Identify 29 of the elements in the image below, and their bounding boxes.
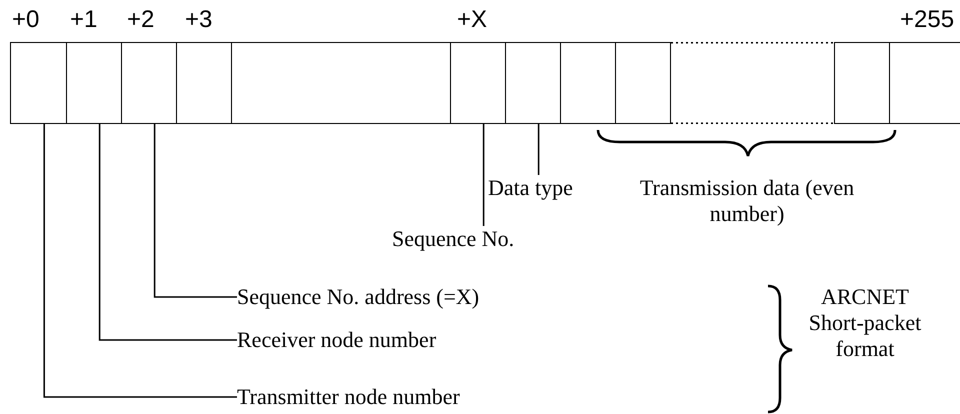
packet-cell (10, 42, 67, 124)
field-label: Data type (488, 175, 573, 201)
packet-cell (560, 42, 616, 124)
leader-line (154, 124, 237, 298)
field-label: Transmitter node number (237, 384, 460, 410)
leader-line (98, 124, 237, 341)
note-text: ARCNET Short-packet format (808, 284, 922, 362)
packet-cell (231, 42, 451, 124)
packet-cell (834, 42, 890, 124)
field-label: Receiver node number (237, 327, 436, 353)
offset-label: +255 (900, 6, 954, 34)
offset-label: +X (457, 6, 488, 34)
leader-line (43, 124, 237, 398)
packet-cell (121, 42, 177, 124)
offset-label: +1 (70, 6, 98, 34)
packet-cell (505, 42, 561, 124)
packet-cell (450, 42, 506, 124)
packet-cell (615, 42, 671, 124)
packet-cell (176, 42, 232, 124)
packet-cell (889, 42, 960, 124)
leader-line (538, 124, 540, 175)
offset-label: +2 (127, 6, 154, 34)
leader-line (482, 124, 484, 226)
field-label: Sequence No. address (=X) (237, 284, 480, 310)
field-label: Sequence No. (392, 226, 514, 252)
note-text: Transmission data (even number) (638, 175, 856, 227)
offset-label: +3 (185, 6, 212, 34)
packet-cell (66, 42, 122, 124)
offset-label: +0 (12, 6, 40, 34)
